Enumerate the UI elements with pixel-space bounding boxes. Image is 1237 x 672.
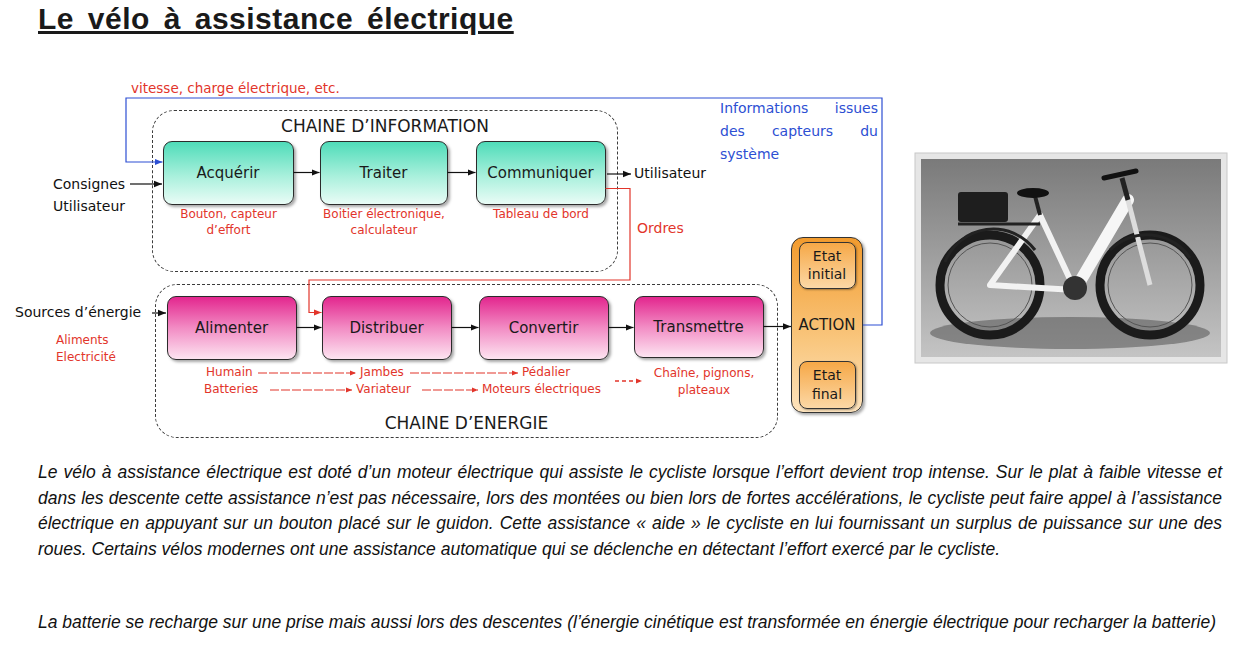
photo-background [921,159,1221,357]
bike-basket [958,192,1008,222]
chain-frame: CHAINE D’ENERGIE Alimenter Distribuer Conve… [155,284,778,438]
box-label: Acquérir [196,164,259,182]
box-label: Etat final [800,366,855,402]
dashed-arrow [615,380,642,381]
component-label: Variateur [356,382,411,396]
dashed-arrow [270,389,352,390]
bike-saddle [1017,188,1049,198]
bike-fender [1110,235,1190,258]
component-label: Boitier électronique, calculateur [314,206,454,238]
connectors [126,98,882,328]
bike-rim [1108,243,1192,327]
box-label: Traiter [360,164,408,182]
state-box: Etat initial [799,242,856,289]
flow-arrow [126,98,882,325]
body-paragraph: La batterie se recharge sur une prise ma… [38,610,1222,636]
bike-wheel [1100,235,1200,335]
bike-fork [1128,200,1150,285]
box-label: Distribuer [349,319,423,337]
box-label: Alimenter [195,319,268,337]
page-title: Le vélo à assistance électrique [38,2,514,36]
dashed-arrow [410,372,518,373]
bike-rack [958,223,1040,226]
source-label: Aliments Electricité [56,332,128,366]
process-box: Communiquer [476,141,606,205]
signal-label: Informations issues des capteurs du syst… [720,97,878,166]
output-label: Utilisateur [634,165,706,181]
bike-photo [915,153,1227,363]
process-box: Convertir [479,296,609,360]
component-label: Moteurs électriques [482,382,601,396]
chain-frame: CHAINE D’INFORMATION Acquérir Traiter Commu… [152,110,618,272]
process-box: Transmettre [634,296,764,358]
flow-arrow [609,327,634,328]
component-label: Batteries [204,382,258,396]
flow-arrow [452,327,479,328]
box-label: ACTION [798,316,855,334]
component-label: Jambes [360,365,404,379]
box-label: Etat initial [800,247,855,283]
output-arrow [607,173,631,174]
component-label: Tableau de bord [473,206,609,222]
input-label: Sources d’énergie [15,304,141,320]
bike-shadow [930,317,1210,349]
photo-frame [915,153,1227,363]
bike-battery-tube [1075,200,1128,290]
dashed-arrow [422,389,478,390]
bike-frame [990,215,1075,290]
box-label: Convertir [509,319,579,337]
flow-arrow [297,327,322,328]
bike-motor [1063,276,1087,300]
signal-label: Ordres [637,220,684,236]
input-arrow [130,183,162,184]
state-box: Etat final [799,361,856,409]
flow-arrow [294,172,320,173]
box-label: Transmettre [653,318,743,336]
process-box: Distribuer [322,296,452,360]
box-label: Communiquer [487,164,593,182]
body-paragraph: Le vélo à assistance électrique est doté… [38,460,1222,562]
flow-arrow [448,172,476,173]
process-box: Acquérir [163,141,294,205]
action-box: ACTION Etat initialEtat final [791,237,863,413]
bike-rim [948,243,1032,327]
component-label: Bouton, capteur d’effort [160,206,297,238]
flow-arrow [309,189,630,313]
component-label: Humain [206,365,253,379]
bike-stem [1122,178,1128,200]
bike-wheel [940,235,1040,335]
process-box: Alimenter [167,296,297,360]
component-label: Pédalier [522,365,570,379]
bike-fender [945,229,1035,262]
bike-seatpost [1035,196,1040,215]
bike-handlebar [1104,171,1136,178]
process-box: Traiter [320,141,448,205]
sensor-note: vitesse, charge électrique, etc. [131,80,340,96]
chain-heading: CHAINE D’ENERGIE [156,413,777,433]
input-label: Consignes Utilisateur [53,173,143,217]
chain-heading: CHAINE D’INFORMATION [153,116,617,136]
dashed-arrow [258,372,356,373]
component-label: Chaîne, pignons, plateaux [640,365,768,399]
